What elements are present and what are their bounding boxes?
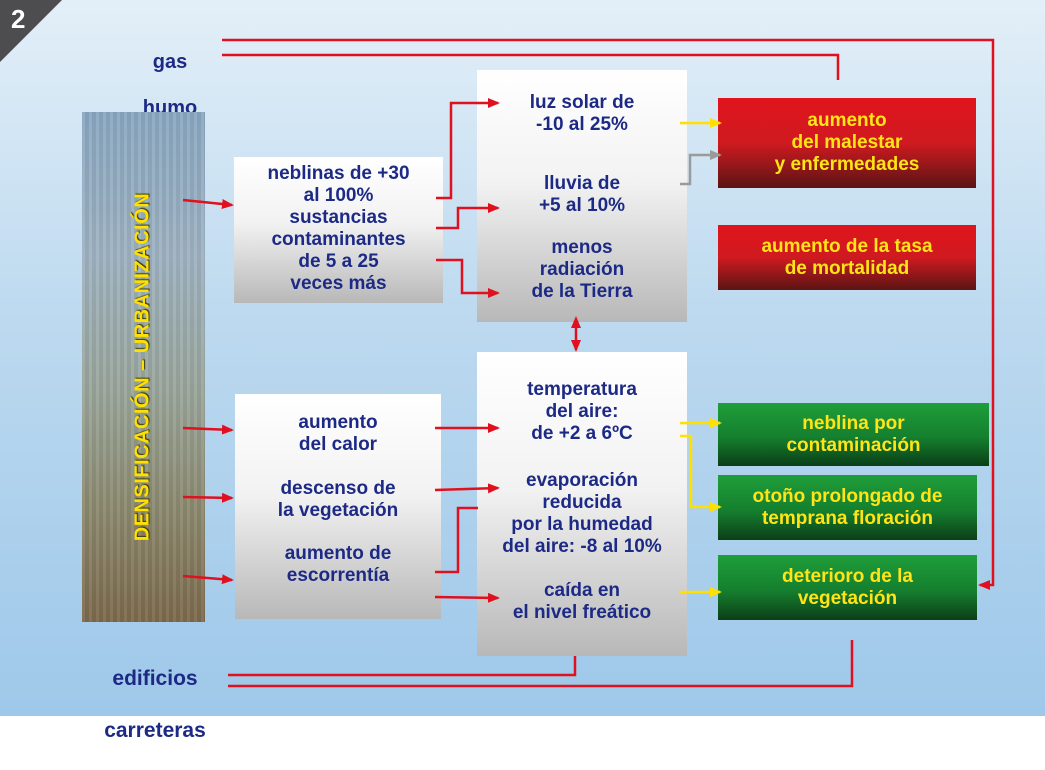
cause-vegetation: descenso de la vegetación bbox=[277, 478, 399, 521]
arrow-city-pollution bbox=[182, 198, 234, 209]
box-pollution-causes: neblinas de +30 al 100% sustancias conta… bbox=[234, 157, 443, 303]
effect-water-table: caída en el nivel freático bbox=[512, 580, 652, 623]
outcome-vegetation-damage: deterioro de la vegetación bbox=[718, 555, 977, 620]
figure-corner-tab bbox=[0, 0, 62, 62]
arrow-city-vegetation bbox=[182, 492, 234, 503]
box-urban-causes: aumento del calor descenso de la vegetac… bbox=[235, 394, 441, 619]
effect-evaporation: evaporación reducida por la humedad del … bbox=[502, 470, 662, 557]
arrow-city-heat bbox=[182, 424, 234, 435]
arrow-pollution-rain bbox=[436, 203, 500, 230]
arrow-rain-illness bbox=[680, 150, 722, 186]
diagram-canvas: 2 gas humo hollín edificios carreteras D… bbox=[0, 0, 1045, 742]
city-photo bbox=[82, 112, 205, 622]
cause-heat: aumento del calor bbox=[298, 412, 378, 455]
effect-temperature: temperatura del aire: de +2 a 6ºC bbox=[527, 379, 637, 444]
source-edificios: edificios bbox=[112, 667, 198, 690]
source-carreteras: carreteras bbox=[104, 719, 206, 742]
box-atmospheric-effects: luz solar de -10 al 25% lluvia de +5 al … bbox=[477, 70, 687, 322]
arrow-runoff-humidity bbox=[435, 506, 478, 574]
box-climate-effects: temperatura del aire: de +2 a 6ºC evapor… bbox=[477, 352, 687, 656]
line-gas-to-vegetation bbox=[222, 38, 995, 590]
arrow-temperature-autumn bbox=[680, 434, 722, 512]
cause-pollution: neblinas de +30 al 100% sustancias conta… bbox=[267, 163, 410, 294]
arrow-runoff-watertable bbox=[434, 592, 500, 603]
effect-sunlight: luz solar de -10 al 25% bbox=[529, 92, 635, 135]
arrow-pollution-radiation bbox=[436, 258, 500, 298]
source-gas: gas bbox=[152, 51, 188, 73]
line-buildings-to-effects bbox=[228, 656, 577, 677]
effect-rain: lluvia de +5 al 10% bbox=[538, 173, 626, 216]
connector-layer bbox=[182, 38, 995, 688]
figure-number: 2 bbox=[11, 4, 26, 34]
cause-runoff: aumento de escorrentía bbox=[284, 543, 392, 586]
line-roads-to-outcomes bbox=[228, 640, 854, 688]
arrow-city-runoff bbox=[182, 574, 234, 585]
arrow-vegetation-evaporation bbox=[434, 483, 500, 494]
line-gas-to-illness bbox=[222, 53, 840, 80]
outcome-smog: neblina por contaminación bbox=[718, 403, 989, 466]
outcome-illness: aumento del malestar y enfermedades bbox=[718, 98, 976, 188]
outcome-prolonged-autumn: otoño prolongado de temprana floración bbox=[718, 475, 977, 540]
arrow-pollution-sunlight bbox=[436, 98, 500, 200]
effect-radiation: menos radiación de la Tierra bbox=[531, 237, 633, 302]
outcome-mortality: aumento de la tasa de mortalidad bbox=[718, 225, 976, 290]
